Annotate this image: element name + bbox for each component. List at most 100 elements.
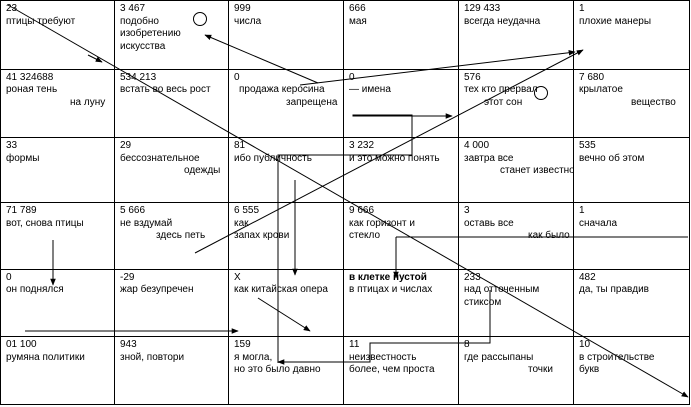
cell-number: 8 <box>464 339 470 351</box>
cell-text: вот, снова птицы <box>6 217 84 229</box>
cell-text: в строительстве <box>579 351 655 363</box>
cell-text: он поднялся <box>6 284 64 296</box>
cell-text: плохие манеры <box>579 15 652 27</box>
cell-text: подобно <box>120 15 159 27</box>
cell-number: 943 <box>120 339 137 351</box>
cell-number: 3 467 <box>120 3 146 14</box>
cell-text: да, ты правдив <box>579 284 649 296</box>
cell-number: 11 <box>349 339 360 351</box>
cell-text: тех кто прервал <box>464 84 538 96</box>
cell-text: мая <box>349 15 367 27</box>
cell-number: 159 <box>234 339 251 351</box>
cell-text: но это было давно <box>234 364 321 376</box>
cell-text: числа <box>234 15 262 27</box>
cell-number: 233 <box>464 271 481 283</box>
cell-number: 41 324688 <box>6 71 54 83</box>
cell-number: 3 <box>464 205 470 217</box>
cell-r2-c4: 0— имена <box>343 68 459 139</box>
cell-text: более, чем проста <box>349 364 435 376</box>
cell-number: 5 666 <box>120 205 146 217</box>
cell-text: вечно об этом <box>579 152 645 164</box>
cell-text: станет известно <box>500 165 574 177</box>
cell-text: продажа керосина <box>239 84 325 96</box>
cell-text: в птицах и числах <box>349 284 433 296</box>
cell-number: 6 555 <box>234 205 260 217</box>
cell-text: вещество <box>631 96 676 108</box>
cell-number: 482 <box>579 271 596 283</box>
cell-number: 7 680 <box>579 71 605 83</box>
cell-number: 666 <box>349 3 366 14</box>
cell-number: 535 <box>579 140 596 152</box>
cell-number: X <box>234 271 241 283</box>
cell-text: бессознательное <box>120 152 200 164</box>
cell-text: точки <box>528 364 553 376</box>
cell-number: 3 232 <box>349 140 375 152</box>
cell-text: всегда неудачна <box>464 15 541 27</box>
cell-number: 4 000 <box>464 140 490 152</box>
cell-text: здесь петь <box>156 230 206 242</box>
cell-text: роная тень <box>6 84 58 96</box>
cell-number: 0 <box>349 71 355 83</box>
cell-text: крылатое <box>579 84 623 96</box>
cell-text: — имена <box>349 84 391 96</box>
cell-text: стиксом <box>464 296 502 308</box>
cell-text: ибо публичность <box>234 152 312 164</box>
cell-text: жар безупречен <box>120 284 194 296</box>
cell-number: 999 <box>234 3 251 14</box>
cell-number: 01 100 <box>6 339 37 351</box>
cell-text: где рассыпаны <box>464 351 534 363</box>
cell-text: как горизонт и <box>349 217 415 229</box>
cell-number: 10 <box>579 339 591 351</box>
cell-text: завтра все <box>464 152 514 164</box>
cell-text: искусства <box>120 40 166 52</box>
cell-text: как было <box>528 230 570 242</box>
cell-number: 1 <box>579 3 585 14</box>
cell-text: как <box>234 217 249 229</box>
cell-number: -29 <box>120 271 135 283</box>
cell-number: 0 <box>6 271 12 283</box>
cell-text: неизвестность <box>349 351 417 363</box>
cell-text: встать во весь рост <box>120 84 211 96</box>
cell-text: изобретению <box>120 28 181 39</box>
cell-number: 81 <box>234 140 246 152</box>
cell-text: оставь все <box>464 217 514 229</box>
cell-text: я могла, <box>234 351 273 363</box>
cell-text: стекло <box>349 230 381 242</box>
cell-text: букв <box>579 364 600 376</box>
cell-heading: в клетке пустой <box>349 271 427 283</box>
cell-text: запах крови <box>234 230 290 242</box>
cell-text: зной, повтори <box>120 351 185 363</box>
cell-text: птицы требуют <box>6 15 76 27</box>
cell-number: 576 <box>464 71 481 83</box>
cell-text: формы <box>6 152 40 164</box>
cell-number: 33 <box>6 140 18 152</box>
cell-number: 129 433 <box>464 3 501 14</box>
